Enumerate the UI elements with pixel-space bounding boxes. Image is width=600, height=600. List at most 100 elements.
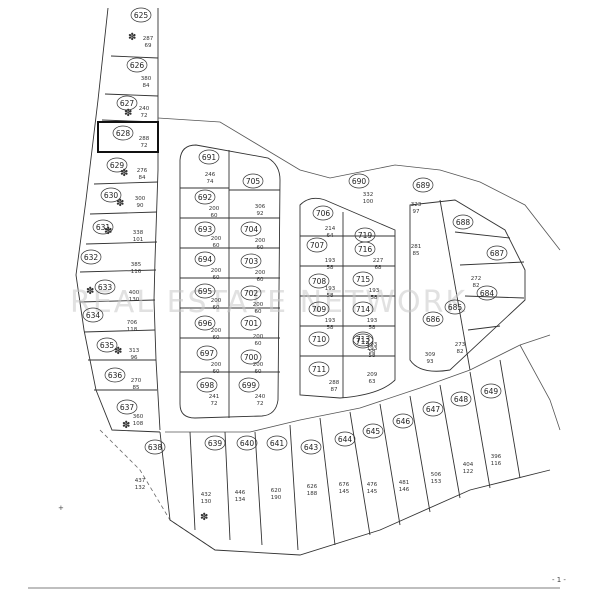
lot-number: 686 [426, 315, 441, 324]
lot-area-value: 432 [201, 492, 212, 498]
lot-number-circle [422, 311, 444, 327]
lot-number: 700 [244, 353, 259, 362]
lot-area-value: 58 [327, 325, 334, 331]
lot-area-value: 58 [369, 349, 376, 355]
lot-number-circle [196, 377, 218, 393]
lot-number-circle [362, 423, 384, 439]
lot-number: 710 [312, 335, 327, 344]
lot-number: 694 [198, 255, 213, 264]
lot-number-circle [194, 221, 216, 237]
lot-area-value: 84 [139, 175, 146, 181]
lot-number-circle [352, 301, 374, 317]
lot-number: 709 [312, 305, 327, 314]
lot-number-circle [204, 435, 226, 451]
lot-number-circle [422, 401, 444, 417]
lot-number-circle [96, 337, 118, 353]
lot-number-circle [242, 173, 264, 189]
lot-area-value: 200 [209, 206, 220, 212]
lot-number: 712 [356, 337, 371, 346]
southern-row-lines [159, 359, 551, 556]
lot-area-value: 101 [133, 237, 144, 243]
lot-number-circle [392, 413, 414, 429]
lot-number: 630 [104, 191, 119, 200]
lot-number: 704 [244, 225, 259, 234]
lot-number: 684 [480, 289, 495, 298]
lot-area-value: 60 [213, 305, 220, 311]
lot-area-value: 63 [369, 379, 376, 385]
lot-area-value: 273 [455, 342, 466, 348]
lot-number-circle [240, 221, 262, 237]
lot-number-circle [352, 331, 374, 347]
lot-number-circle [198, 149, 220, 165]
lot-number-circle [106, 157, 128, 173]
lot-area-value: 193 [367, 346, 378, 352]
lot-area-value: 323 [411, 202, 422, 208]
lot-area-value: 72 [141, 143, 148, 149]
lot-area-value: 396 [491, 454, 502, 460]
lot-area-value: 60 [257, 277, 264, 283]
lot-labels: 6252876962638084627240726282887262927684… [80, 7, 508, 505]
tree-icon: ✽ [128, 32, 136, 43]
lot-number-circle [104, 367, 126, 383]
lot-area-value: 97 [413, 209, 420, 215]
lot-area-value: 227 [373, 258, 384, 264]
lot-area-value: 385 [131, 262, 142, 268]
lot-number-circle [308, 331, 330, 347]
lot-number-circle [194, 251, 216, 267]
lot-area-value: 193 [325, 318, 336, 324]
lot-number-circle [306, 237, 328, 253]
lot-area-value: 240 [255, 394, 266, 400]
lot-number: 695 [198, 287, 213, 296]
lot-number: 716 [358, 245, 373, 254]
lot-number: 632 [84, 253, 99, 262]
lot-area-value: 200 [253, 302, 264, 308]
eastern-block-lines [409, 199, 526, 372]
lot-area-value: 193 [369, 288, 380, 294]
lot-area-value: 476 [367, 482, 378, 488]
lot-number-circle [352, 271, 374, 287]
lot-area-value: 288 [139, 136, 150, 142]
lot-area-value: 338 [133, 230, 144, 236]
lot-area-value: 60 [213, 275, 220, 281]
lot-number: 698 [200, 381, 215, 390]
lot-number: 711 [312, 365, 327, 374]
tree-icon: ✽ [122, 420, 130, 431]
tree-icon: ✽ [116, 198, 124, 209]
lot-area-value: 64 [327, 233, 334, 239]
tree-icon: ✽ [120, 168, 128, 179]
lot-number-circle [240, 349, 262, 365]
lot-area-value: 620 [271, 488, 282, 494]
lot-area-value: 288 [329, 380, 340, 386]
lot-number: 707 [310, 241, 325, 250]
lot-number: 641 [270, 439, 285, 448]
lot-number: 625 [134, 11, 149, 20]
lot-number-circle [308, 301, 330, 317]
lot-number: 634 [86, 311, 101, 320]
lot-area-value: 276 [137, 168, 148, 174]
lot-area-value: 240 [139, 106, 150, 112]
lot-number-circle [112, 125, 134, 141]
lot-area-value: 85 [133, 385, 140, 391]
lot-number: 696 [198, 319, 213, 328]
lot-number-circle [240, 315, 262, 331]
